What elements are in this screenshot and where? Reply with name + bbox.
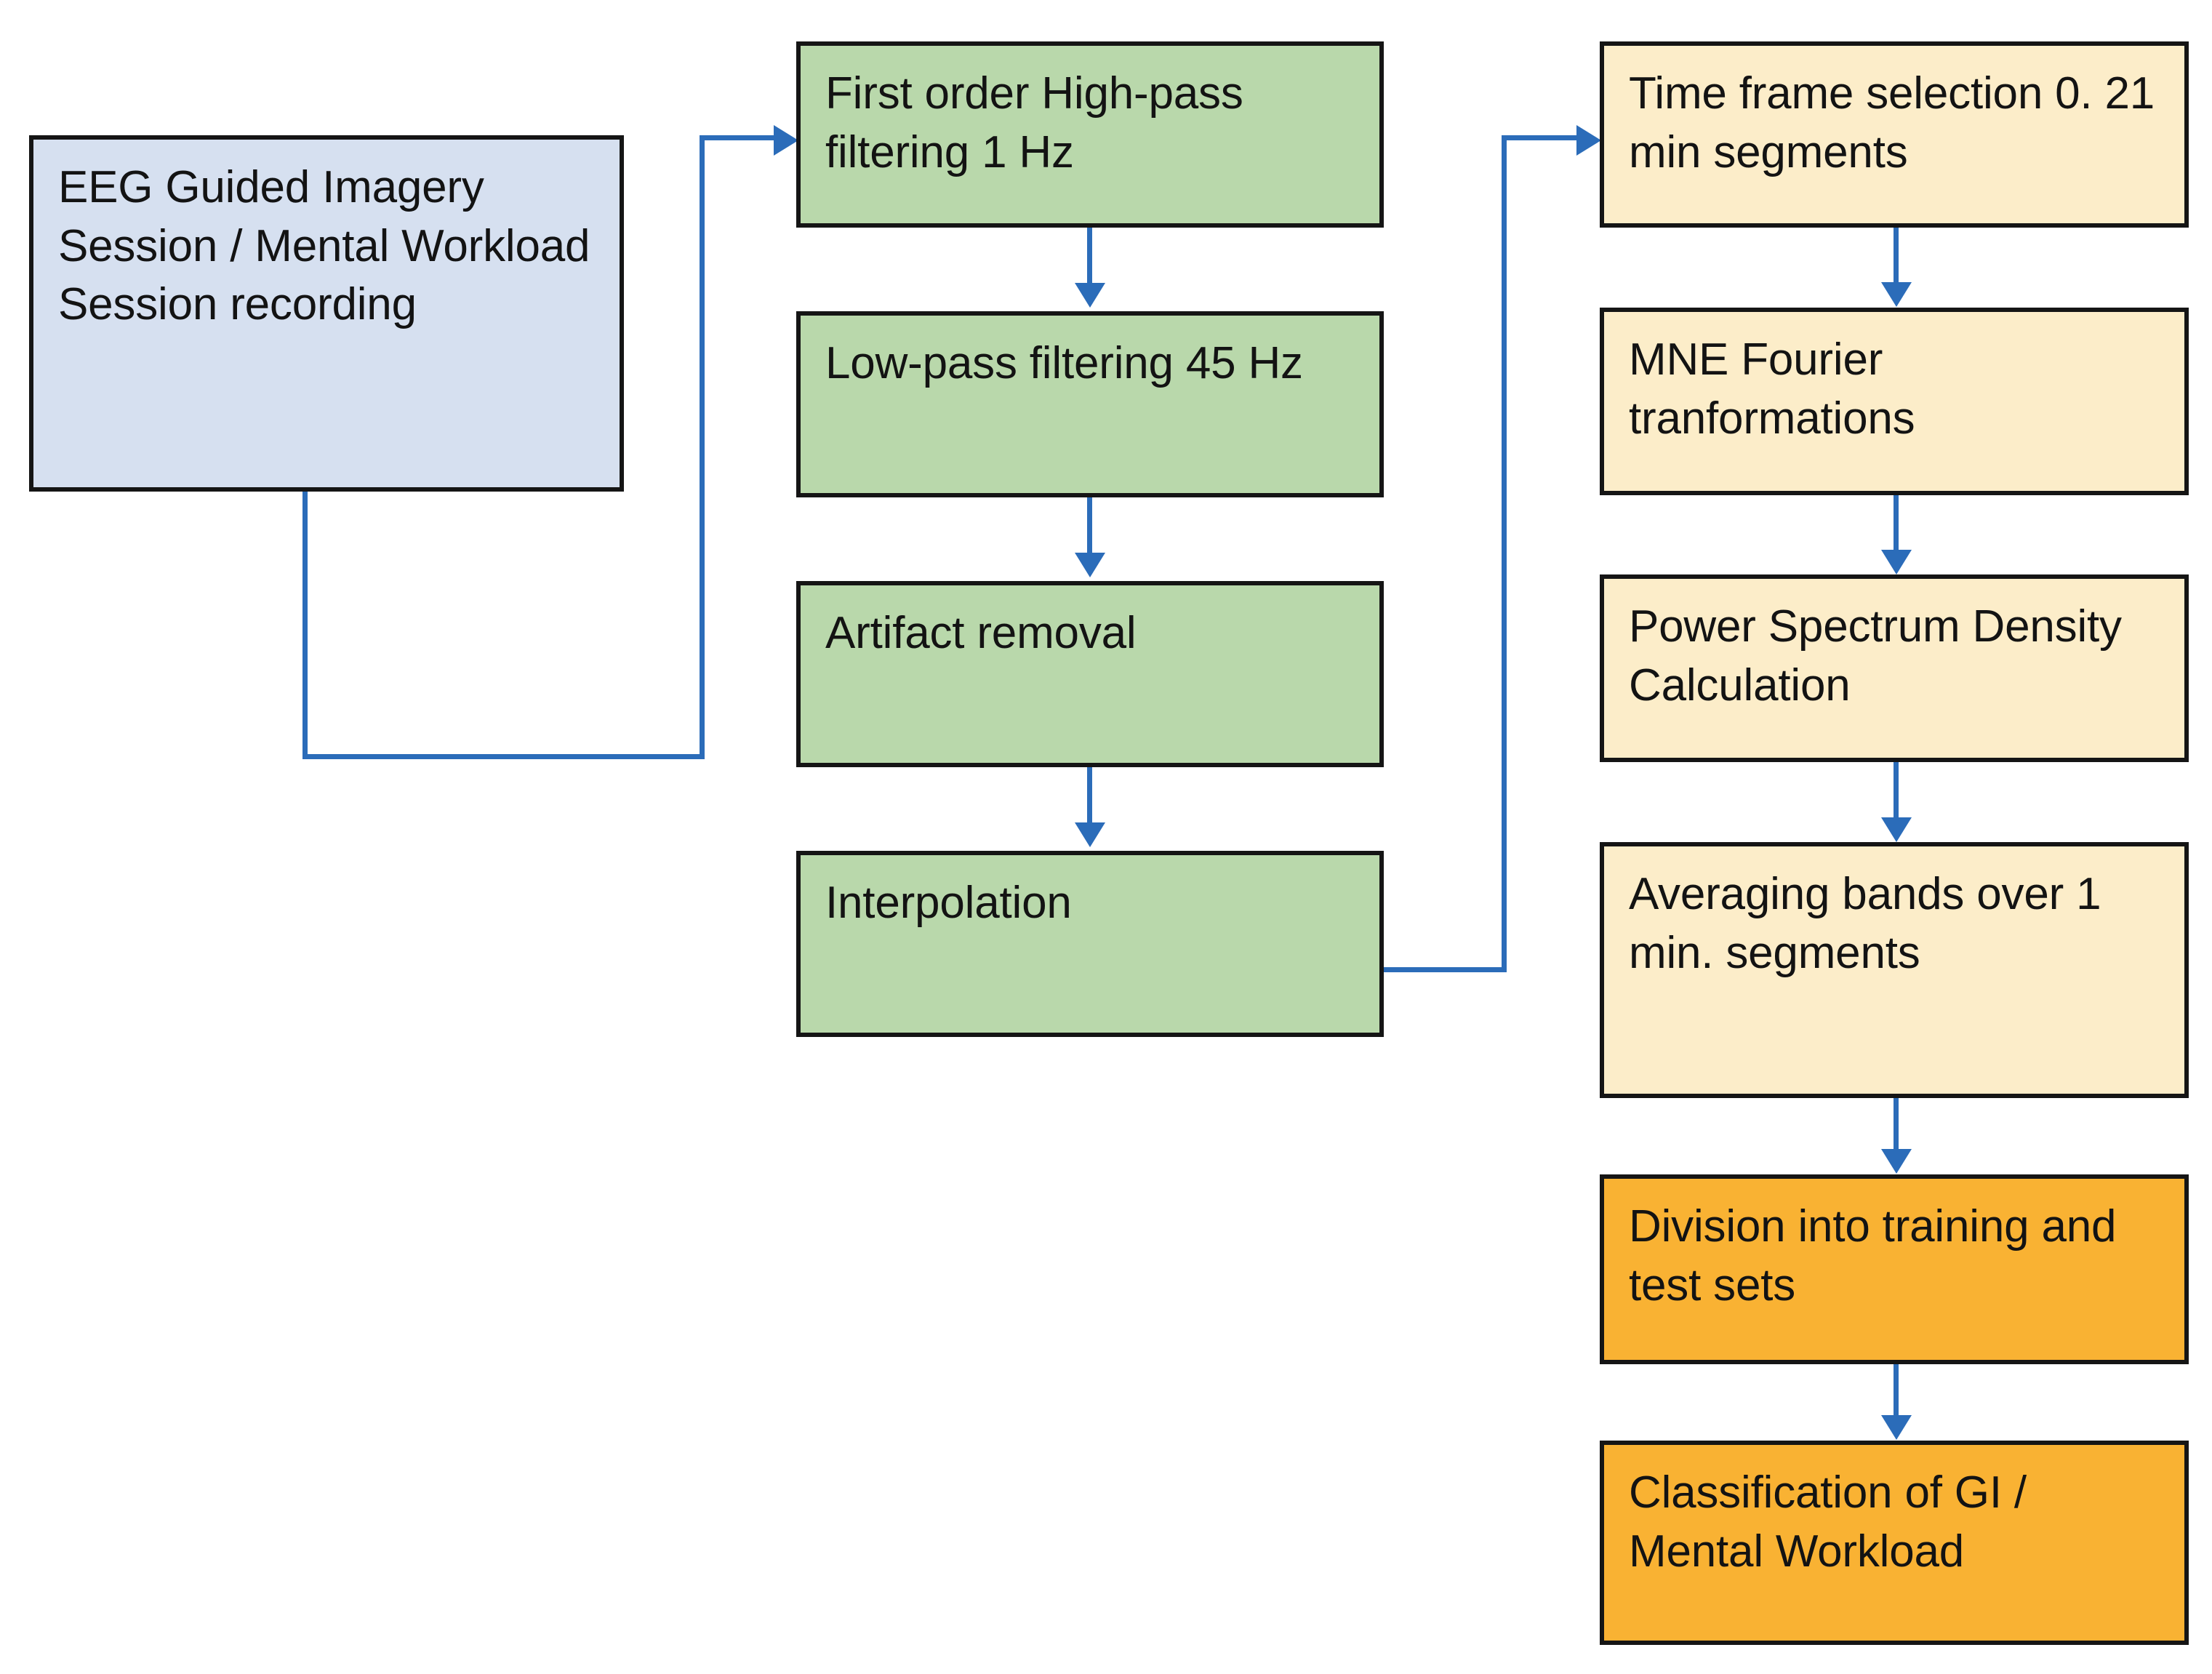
node-time-frame-selection-label: Time frame selection 0. 21 min segments — [1629, 68, 2155, 177]
node-averaging-bands[interactable]: Averaging bands over 1 min. segments — [1600, 842, 2189, 1098]
edge-psd-averaging-line — [1894, 762, 1899, 819]
edge-highpass-lowpass-line — [1087, 228, 1092, 284]
node-time-frame-selection[interactable]: Time frame selection 0. 21 min segments — [1600, 41, 2189, 228]
edge-recording-highpass-arrowhead — [774, 125, 798, 156]
edge-interpolation-timeframe-segment-into-box — [1502, 135, 1584, 140]
edge-recording-highpass-segment-down — [302, 492, 308, 759]
edge-timeframe-fourier-line — [1894, 227, 1899, 284]
edge-timeframe-fourier-arrowhead — [1881, 282, 1912, 307]
edge-psd-averaging-arrowhead — [1881, 817, 1912, 842]
node-classification-label: Classification of GI / Mental Workload — [1629, 1467, 2027, 1577]
node-lowpass-filtering[interactable]: Low-pass filtering 45 Hz — [796, 311, 1384, 497]
edge-artifact-interpolation-arrowhead — [1075, 822, 1105, 847]
node-interpolation-label: Interpolation — [825, 878, 1072, 928]
edge-fourier-psd-line — [1894, 494, 1899, 551]
edge-interpolation-timeframe-segment-up — [1502, 135, 1507, 972]
edge-division-classification-arrowhead — [1881, 1415, 1912, 1440]
edge-interpolation-timeframe-segment-right — [1383, 967, 1507, 972]
edge-division-classification-line — [1894, 1364, 1899, 1417]
node-averaging-bands-label: Averaging bands over 1 min. segments — [1629, 869, 2101, 978]
edge-lowpass-artifact-line — [1087, 497, 1092, 554]
node-recording[interactable]: EEG Guided Imagery Session / Mental Work… — [29, 135, 624, 492]
node-division-training-test[interactable]: Division into training and test sets — [1600, 1174, 2189, 1364]
node-classification[interactable]: Classification of GI / Mental Workload — [1600, 1441, 2189, 1645]
node-recording-label: EEG Guided Imagery Session / Mental Work… — [58, 162, 590, 330]
node-interpolation[interactable]: Interpolation — [796, 851, 1384, 1037]
node-highpass-filtering-label: First order High-pass filtering 1 Hz — [825, 68, 1243, 177]
edge-fourier-psd-arrowhead — [1881, 550, 1912, 574]
edge-averaging-division-arrowhead — [1881, 1149, 1912, 1174]
edge-recording-highpass-segment-up — [700, 135, 705, 757]
node-power-spectrum-density-label: Power Spectrum Density Calculation — [1629, 601, 2122, 710]
edge-artifact-interpolation-line — [1087, 767, 1092, 824]
edge-highpass-lowpass-arrowhead — [1075, 283, 1105, 308]
node-mne-fourier-transformations-label: MNE Fourier tranformations — [1629, 335, 1915, 444]
node-highpass-filtering[interactable]: First order High-pass filtering 1 Hz — [796, 41, 1384, 228]
edge-averaging-division-line — [1894, 1098, 1899, 1150]
node-artifact-removal-label: Artifact removal — [825, 608, 1137, 658]
edge-interpolation-timeframe-arrowhead — [1576, 125, 1601, 156]
node-mne-fourier-transformations[interactable]: MNE Fourier tranformations — [1600, 308, 2189, 495]
edge-lowpass-artifact-arrowhead — [1075, 553, 1105, 577]
node-lowpass-filtering-label: Low-pass filtering 45 Hz — [825, 338, 1303, 388]
node-power-spectrum-density[interactable]: Power Spectrum Density Calculation — [1600, 574, 2189, 762]
edge-recording-highpass-segment-into-box — [700, 135, 781, 140]
node-artifact-removal[interactable]: Artifact removal — [796, 581, 1384, 767]
node-division-training-test-label: Division into training and test sets — [1629, 1201, 2117, 1310]
edge-recording-highpass-segment-right — [302, 754, 705, 759]
